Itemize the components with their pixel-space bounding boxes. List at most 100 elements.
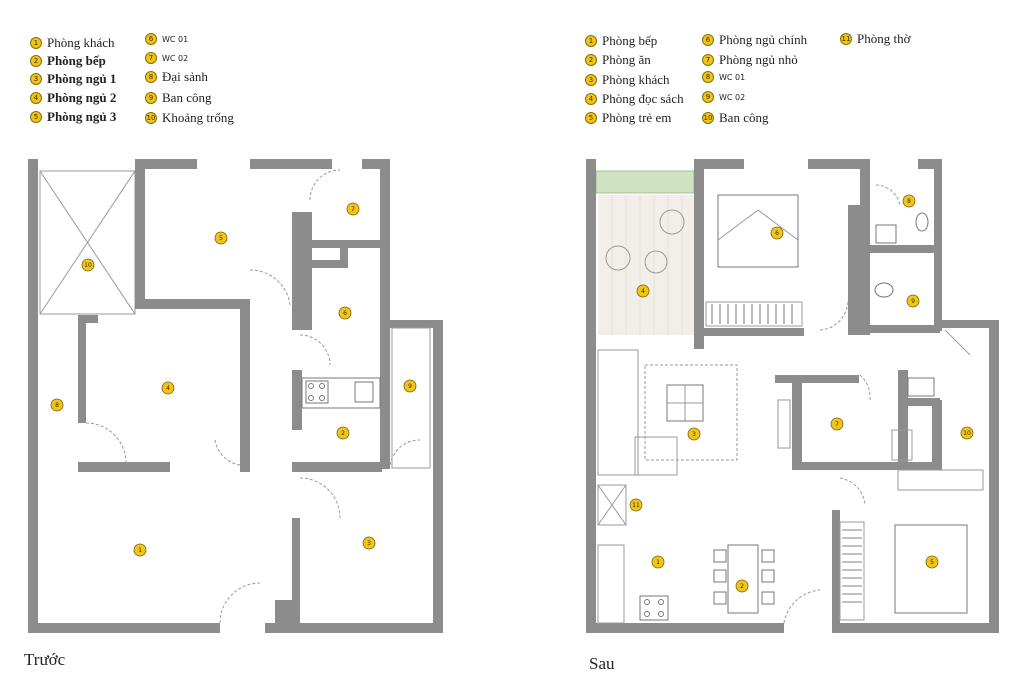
sofa-icon: [597, 349, 639, 476]
svg-text:4: 4: [166, 385, 170, 392]
wall: [135, 159, 145, 309]
legend-label: Phòng thờ: [857, 31, 911, 46]
svg-text:10: 10: [84, 262, 92, 269]
marker-dot-icon: 6: [145, 33, 157, 45]
marker-dot-icon: 4: [30, 92, 42, 104]
wall: [586, 159, 596, 633]
wall: [135, 159, 197, 169]
marker-dot-icon: 2: [585, 54, 597, 66]
svg-text:5: 5: [219, 235, 223, 242]
door-arc: [783, 589, 821, 624]
wall: [312, 240, 382, 248]
door-leaf: [944, 329, 971, 356]
wall: [390, 320, 443, 328]
balcony-planter: [595, 170, 695, 194]
door-arc: [299, 477, 341, 519]
wall: [898, 370, 908, 470]
door-arc: [389, 439, 421, 466]
wall: [240, 300, 250, 472]
door-arc: [859, 374, 871, 401]
marker-dot-icon: 3: [30, 73, 42, 85]
marker-dot-icon: 1: [585, 35, 597, 47]
wall: [312, 260, 348, 268]
svg-text:7: 7: [351, 206, 355, 213]
wall: [918, 159, 942, 169]
legend-label: Phòng đọc sách: [602, 91, 684, 106]
bed-icon: [717, 194, 799, 268]
legend-label: WC 02: [719, 92, 746, 102]
door-arc: [819, 299, 849, 331]
room-marker: 2: [735, 579, 749, 593]
sink-icon: [875, 224, 897, 244]
svg-text:8: 8: [907, 198, 911, 205]
legend-label: Ban công: [162, 90, 212, 105]
wall: [292, 518, 300, 623]
door-arc: [875, 184, 901, 206]
legend-item: 7 Phòng ngủ nhỏ: [702, 52, 798, 68]
wall: [275, 600, 300, 623]
room-marker: 2: [336, 426, 350, 440]
sink-icon: [907, 377, 935, 397]
wall: [586, 623, 784, 633]
legend-label: Phòng ngủ nhỏ: [719, 52, 798, 67]
before-caption: Trước: [24, 650, 66, 669]
marker-dot-icon: 11: [840, 33, 852, 45]
wall: [808, 159, 866, 169]
legend-item: 11 Phòng thờ: [840, 31, 910, 47]
wall: [78, 315, 98, 323]
door-arc: [309, 169, 341, 201]
wall: [932, 400, 942, 470]
room-marker: 10: [960, 426, 974, 440]
svg-text:10: 10: [963, 430, 971, 437]
wall: [78, 315, 86, 423]
room-marker: 6: [770, 226, 784, 240]
room-marker: 1: [651, 555, 665, 569]
legend-label: Khoảng trống: [162, 110, 234, 125]
legend-item: 2 Phòng ăn: [585, 52, 651, 68]
marker-dot-icon: 7: [145, 52, 157, 64]
door-arc: [219, 582, 261, 624]
legend-label: Phòng ngủ 3: [47, 109, 117, 124]
legend-label: Phòng khách: [47, 35, 115, 50]
legend-label: Phòng ăn: [602, 52, 651, 67]
svg-text:2: 2: [740, 583, 744, 590]
marker-dot-icon: 10: [145, 112, 157, 124]
marker-dot-icon: 4: [585, 93, 597, 105]
svg-text:1: 1: [656, 559, 660, 566]
legend-item: 4 Phòng đọc sách: [585, 91, 684, 107]
sink-icon: [354, 381, 374, 403]
wall: [870, 245, 934, 253]
svg-text:5: 5: [930, 559, 934, 566]
legend-label: Ban công: [719, 110, 769, 125]
wall: [775, 375, 859, 383]
wall: [433, 320, 443, 633]
marker-dot-icon: 8: [702, 71, 714, 83]
room-marker: 10: [81, 258, 95, 272]
room-marker: 8: [902, 194, 916, 208]
toilet-icon: [874, 282, 894, 298]
marker-dot-icon: 7: [702, 54, 714, 66]
legend-label: Phòng bếp: [602, 33, 658, 48]
altar-icon: [597, 484, 627, 526]
armchair-icon: [659, 209, 685, 235]
marker-dot-icon: 2: [30, 55, 42, 67]
before-plan: 1 2 3 4 5 6 7 8 9 10: [28, 159, 443, 633]
void-cross: [39, 170, 136, 315]
room-marker: 11: [629, 498, 643, 512]
room-marker: 1: [133, 543, 147, 557]
after-caption: Sau: [589, 654, 615, 673]
wall: [250, 159, 332, 169]
room-marker: 5: [214, 231, 228, 245]
wall: [704, 328, 804, 336]
wall: [380, 159, 390, 469]
svg-text:11: 11: [632, 502, 640, 509]
